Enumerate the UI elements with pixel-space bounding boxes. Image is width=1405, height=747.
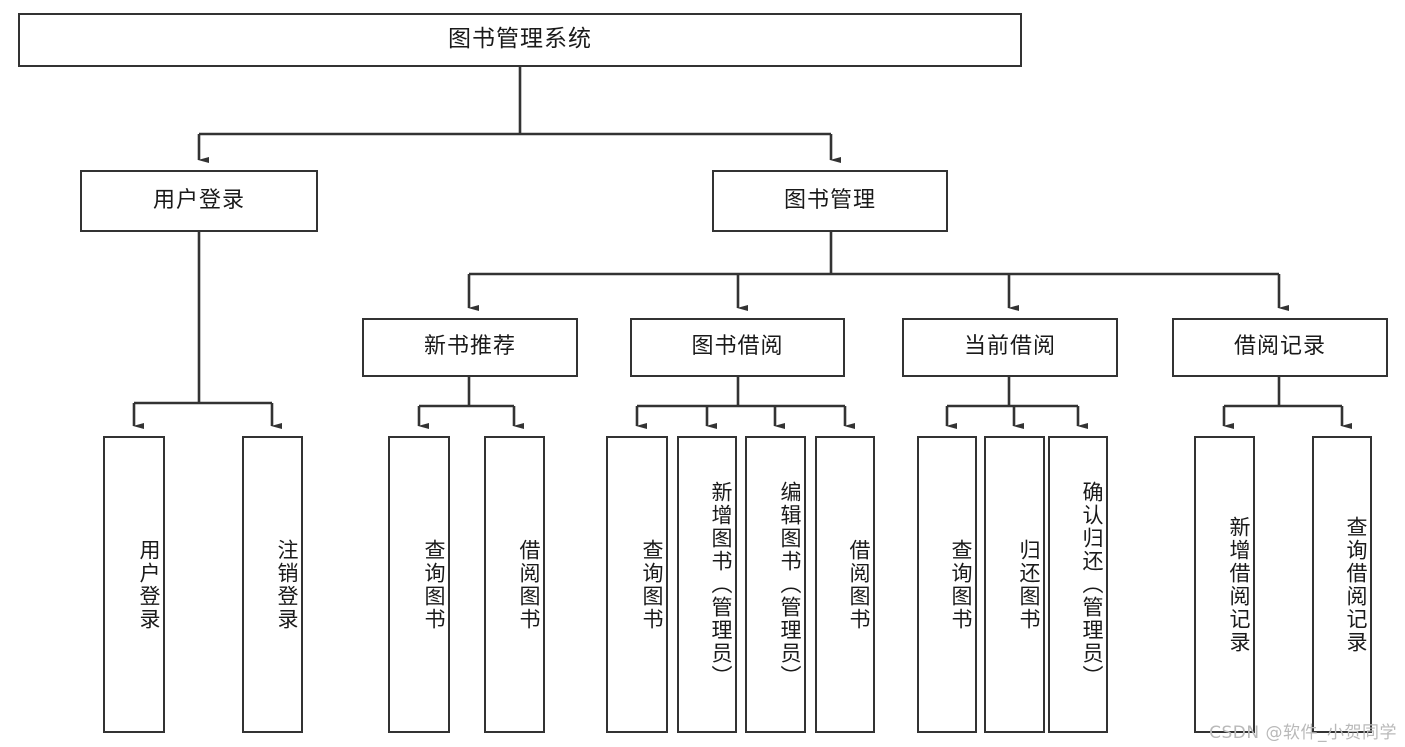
node-label: 新增借阅记录 — [1227, 515, 1251, 654]
leaf-add-book-admin[interactable]: 新增图书（管理员） — [677, 436, 737, 733]
node-label: 查询图书 — [949, 538, 973, 631]
leaf-query-book-recommend[interactable]: 查询图书 — [388, 436, 450, 733]
node-label: 查询图书 — [422, 538, 446, 631]
leaf-borrow-book-borrow[interactable]: 借阅图书 — [815, 436, 875, 733]
leaf-query-book-borrow[interactable]: 查询图书 — [606, 436, 668, 733]
leaf-return-book[interactable]: 归还图书 — [984, 436, 1045, 733]
node-label: 借阅图书 — [517, 538, 541, 631]
node-label: 图书管理 — [783, 187, 876, 213]
node-label: 图书借阅 — [691, 334, 784, 360]
node-label: 图书管理系统 — [448, 26, 592, 53]
node-label: 查询借阅记录 — [1344, 515, 1368, 654]
node-label: 新增图书（管理员） — [709, 481, 733, 688]
leaf-edit-book-admin[interactable]: 编辑图书（管理员） — [745, 436, 806, 733]
node-book-manage[interactable]: 图书管理 — [712, 170, 948, 232]
node-current-borrow[interactable]: 当前借阅 — [902, 318, 1118, 377]
watermark: CSDN @软件_小贺同学 — [1209, 723, 1397, 743]
node-label: 确认归还（管理员） — [1080, 481, 1104, 688]
leaf-borrow-book-recommend[interactable]: 借阅图书 — [484, 436, 545, 733]
node-label: 编辑图书（管理员） — [778, 481, 802, 688]
node-label: 借阅图书 — [847, 538, 871, 631]
node-new-book-recommend[interactable]: 新书推荐 — [362, 318, 578, 377]
leaf-query-book-current[interactable]: 查询图书 — [917, 436, 977, 733]
node-label: 注销登录 — [275, 538, 299, 631]
node-label: 用户登录 — [152, 187, 245, 213]
node-label: 查询图书 — [640, 538, 664, 631]
node-label: 用户登录 — [137, 538, 161, 631]
leaf-user-login[interactable]: 用户登录 — [103, 436, 165, 733]
node-label: 当前借阅 — [963, 334, 1056, 360]
node-root-system[interactable]: 图书管理系统 — [18, 13, 1022, 67]
node-borrow-record[interactable]: 借阅记录 — [1172, 318, 1388, 377]
leaf-add-borrow-record[interactable]: 新增借阅记录 — [1194, 436, 1255, 733]
node-label: 新书推荐 — [423, 334, 516, 360]
node-user-login[interactable]: 用户登录 — [80, 170, 318, 232]
node-label: 借阅记录 — [1233, 334, 1326, 360]
node-book-borrow[interactable]: 图书借阅 — [630, 318, 845, 377]
node-label: 归还图书 — [1017, 538, 1041, 631]
leaf-confirm-return-admin[interactable]: 确认归还（管理员） — [1048, 436, 1108, 733]
leaf-query-borrow-record[interactable]: 查询借阅记录 — [1312, 436, 1372, 733]
leaf-logout[interactable]: 注销登录 — [242, 436, 303, 733]
